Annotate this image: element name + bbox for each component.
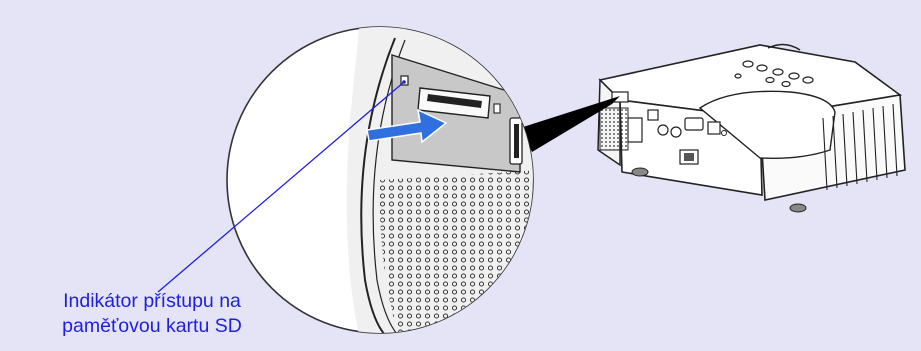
callout-line-1: Indikátor přístupu na: [0, 289, 304, 314]
callout-line-2: paměťovou kartu SD: [0, 314, 304, 339]
sd-access-indicator-callout: Indikátor přístupu na paměťovou kartu SD: [0, 289, 304, 339]
leader-line-endpoint: [402, 80, 406, 84]
projector-icon: [598, 44, 905, 212]
